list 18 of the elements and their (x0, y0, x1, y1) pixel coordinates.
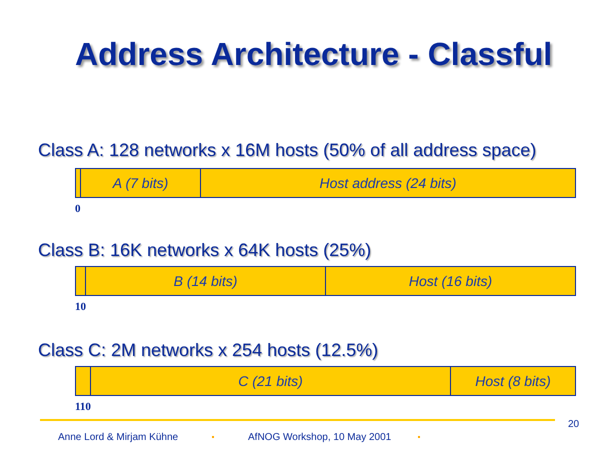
bit-prefix: 110 (75, 401, 91, 413)
class-heading: Class B: 16K networks x 64K hosts (25%) (38, 240, 372, 261)
bit-field-segment: A (7 bits) (80, 168, 201, 198)
class-heading: Class A: 128 networks x 16M hosts (50% of all address space) (38, 140, 536, 161)
bit-prefix: 10 (75, 301, 86, 313)
page-number: 20 (568, 419, 580, 430)
bit-field-segment: Host (16 bits) (325, 266, 576, 296)
bit-field-segment: Host (8 bits) (450, 366, 576, 396)
slide-title: Address Architecture - Classful (75, 36, 552, 73)
bit-field-segment: B (14 bits) (85, 266, 326, 296)
bit-field-segment (75, 366, 91, 396)
bit-field-segment (75, 266, 86, 296)
footer-text: AfNOG Workshop, 10 May 2001 (248, 432, 392, 443)
bit-field-segment: C (21 bits) (90, 366, 451, 396)
bit-prefix: 0 (75, 203, 80, 215)
class-heading: Class C: 2M networks x 254 hosts (12.5%) (38, 340, 378, 361)
footer-text: Anne Lord & Mirjam Kühne (58, 432, 178, 443)
bit-field-segment: Host address (24 bits) (200, 168, 576, 198)
